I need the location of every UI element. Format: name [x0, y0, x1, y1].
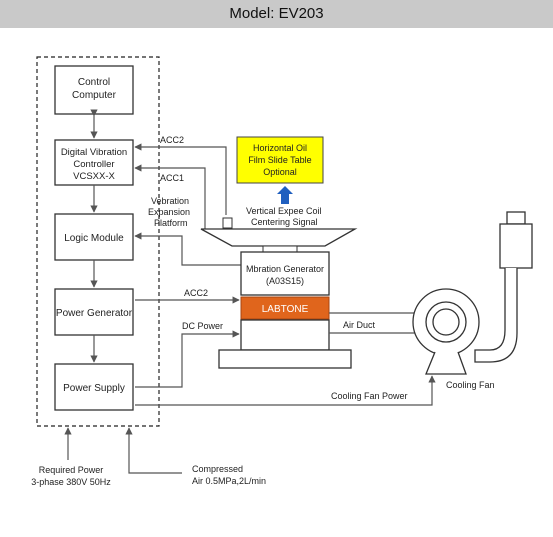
- cooling-fan-icon: [412, 211, 533, 375]
- vibration-controller-label-3: VCSXX-X: [73, 171, 115, 182]
- power-supply-block: Power Supply: [54, 363, 134, 411]
- cooling-fan-label: Cooling Fan: [446, 380, 495, 390]
- control-computer-block: Control Computer: [54, 65, 134, 115]
- vibration-controller-block: Digital Vibration Controller VCSXX-X: [54, 139, 134, 186]
- air-duct-label: Air Duct: [343, 320, 376, 330]
- logic-module-block: Logic Module: [54, 213, 134, 261]
- acc2-top-label: ACC2: [160, 135, 184, 145]
- optional-table-label-1: Horizontal Oil: [253, 143, 307, 153]
- up-arrow-icon: [277, 186, 293, 204]
- platform-label-3: Platform: [154, 218, 188, 228]
- control-computer-label-2: Computer: [72, 90, 117, 101]
- platform-label-2: Expansion: [148, 207, 190, 217]
- optional-table-box: Horizontal Oil Film Slide Table Optional: [236, 136, 324, 184]
- platform-label-1: Vebration: [151, 196, 189, 206]
- compressed-air-label-2: Air 0.5MPa,2L/min: [192, 476, 266, 486]
- vibration-generator-block: Mbration Generator (A03S15): [240, 251, 330, 296]
- vibration-controller-label-2: Controller: [73, 159, 114, 170]
- optional-table-label-2: Film Slide Table: [248, 155, 311, 165]
- page-title: Model: EV203: [0, 0, 553, 28]
- compressed-air-label-1: Compressed: [192, 464, 243, 474]
- dc-power-line: [135, 330, 240, 388]
- vibration-controller-label-1: Digital Vibration: [61, 147, 127, 158]
- logic-module-label: Logic Module: [64, 233, 124, 244]
- control-computer-label-1: Control: [78, 77, 110, 88]
- generator-base: [218, 349, 352, 369]
- required-power-label-2: 3-phase 380V 50Hz: [31, 477, 111, 487]
- generator-body: [240, 319, 330, 351]
- acc2-top-line: [134, 143, 227, 215]
- power-generator-label: Power Generator: [56, 308, 133, 319]
- compressed-air-line: [125, 427, 182, 474]
- labtone-band: [240, 296, 330, 320]
- optional-table-label-3: Optional: [263, 167, 297, 177]
- power-supply-label: Power Supply: [63, 383, 125, 394]
- power-generator-block: Power Generator: [54, 288, 134, 336]
- dc-power-label: DC Power: [182, 321, 223, 331]
- labtone-label: LABTONE: [262, 304, 309, 315]
- acc1-line: [134, 164, 206, 230]
- expansion-platform: [200, 217, 358, 253]
- cooling-fan-power-label: Cooling Fan Power: [331, 391, 408, 401]
- coil-label-2: Centering Signal: [251, 217, 318, 227]
- vibration-generator-label-1: Mbration Generator: [246, 264, 324, 274]
- coil-label-1: Vertical Expee Coil: [246, 206, 322, 216]
- required-power-label-1: Required Power: [39, 465, 104, 475]
- platform-to-logic-line: [134, 232, 252, 266]
- acc2-mid-label: ACC2: [184, 288, 208, 298]
- acc1-label: ACC1: [160, 173, 184, 183]
- vibration-generator-label-2: (A03S15): [266, 276, 304, 286]
- cooling-fan-power-line: [135, 375, 436, 406]
